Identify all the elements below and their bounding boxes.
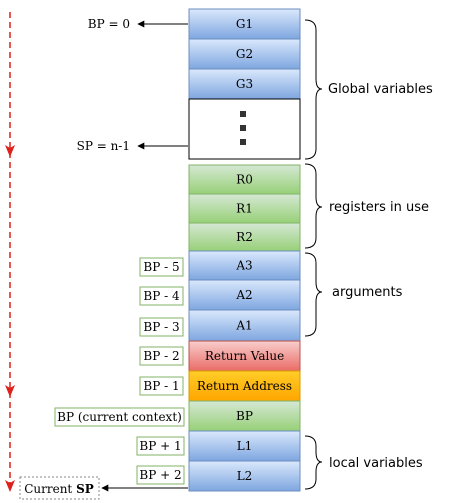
bp-zero-label: BP = 0 — [88, 17, 130, 31]
stack-cell-l1: L1 — [188, 430, 301, 462]
local-variables-label: local variables — [329, 456, 423, 471]
stack-cell-label: A2 — [235, 288, 252, 302]
stack-cell-a1: A1 — [188, 309, 301, 342]
offset-label-text: BP - 2 — [143, 349, 179, 363]
stack-cell-label: G3 — [236, 77, 253, 91]
stack-cell-r1: R1 — [188, 193, 301, 224]
offset-label-text: BP - 5 — [143, 260, 179, 274]
offset-label-bp-plus-2: BP + 2 — [136, 465, 185, 485]
current-sp-label: Current SP — [24, 482, 94, 496]
offset-label-text: BP + 2 — [139, 468, 181, 482]
registers-label: registers in use — [329, 200, 429, 215]
bp-zero-pointer: BP = 0 — [88, 17, 188, 31]
group-labels: Global variables registers in use argume… — [328, 82, 433, 471]
offset-label-text: BP - 3 — [143, 320, 179, 334]
offset-label-bp-current: BP (current context) — [54, 407, 185, 427]
stack-cell-label: R1 — [236, 202, 253, 216]
arguments-brace — [304, 252, 323, 337]
global-variables-label: Global variables — [328, 82, 433, 97]
stack-growth-arrow — [5, 12, 15, 492]
stack-cell-g1: G1 — [188, 8, 301, 40]
stack-cell-label: Return Address — [197, 379, 292, 393]
offset-label-text: BP + 1 — [139, 439, 181, 453]
stack-cell-label: BP — [236, 409, 253, 423]
offset-label-bp-minus-4: BP - 4 — [139, 286, 184, 306]
stack-cell-g2: G2 — [188, 38, 301, 70]
stack-cell-ret-address: Return Address — [188, 370, 301, 402]
stack-cell-label: L2 — [237, 469, 253, 483]
sp-top-label: SP = n-1 — [77, 139, 130, 153]
stack-cell-gap — [188, 98, 301, 160]
arrowhead-1-icon — [5, 145, 15, 157]
registers-brace — [304, 163, 323, 249]
arrowhead-3-icon — [5, 480, 15, 492]
ellipsis-dot-icon — [240, 139, 246, 145]
stack-cell-g3: G3 — [188, 68, 301, 100]
stack-cell-a3: A3 — [188, 250, 301, 281]
ellipsis-dot-icon — [240, 125, 246, 131]
offset-label-bp-minus-5: BP - 5 — [139, 257, 184, 277]
global-brace — [304, 19, 323, 160]
stack-cell-label: A1 — [235, 319, 252, 333]
offset-label-text: BP - 4 — [143, 289, 180, 303]
stack-cell-l2: L2 — [188, 460, 301, 492]
current-sp-bold: SP — [76, 482, 94, 496]
stack-cell-label: A3 — [235, 259, 252, 273]
stack-cell-r0: R0 — [188, 164, 301, 195]
locals-brace — [304, 435, 323, 490]
current-sp-pointer: Current SP — [19, 476, 188, 500]
stack-cell-label: Return Value — [205, 349, 284, 363]
arrowhead-2-icon — [5, 385, 15, 397]
offset-label-bp-minus-2: BP - 2 — [139, 346, 184, 366]
ellipsis-dot-icon — [240, 111, 246, 117]
sp-top-pointer: SP = n-1 — [77, 139, 188, 153]
offset-labels: BP - 5 BP - 4 BP - 3 BP - 2 BP - 1 BP (curren… — [54, 257, 185, 485]
stack-cell-a2: A2 — [188, 279, 301, 311]
stack-cell-label: L1 — [237, 439, 253, 453]
stack-cell-label: R0 — [236, 173, 253, 187]
offset-label-bp-minus-3: BP - 3 — [139, 317, 184, 337]
stack-cell-label: G1 — [236, 17, 253, 31]
stack-cell-bp: BP — [188, 400, 301, 432]
offset-label-bp-minus-1: BP - 1 — [139, 376, 184, 396]
current-sp-prefix: Current — [24, 482, 76, 496]
offset-label-bp-plus-1: BP + 1 — [136, 436, 185, 456]
stack-cell-ret-value: Return Value — [188, 340, 301, 372]
stack-cell-label: R2 — [236, 230, 253, 244]
offset-label-text: BP (current context) — [57, 410, 182, 424]
group-braces — [304, 19, 323, 490]
stack-cell-label: G2 — [236, 47, 253, 61]
offset-label-text: BP - 1 — [143, 379, 179, 393]
arguments-label: arguments — [332, 285, 403, 300]
stack-cell-r2: R2 — [188, 222, 301, 252]
